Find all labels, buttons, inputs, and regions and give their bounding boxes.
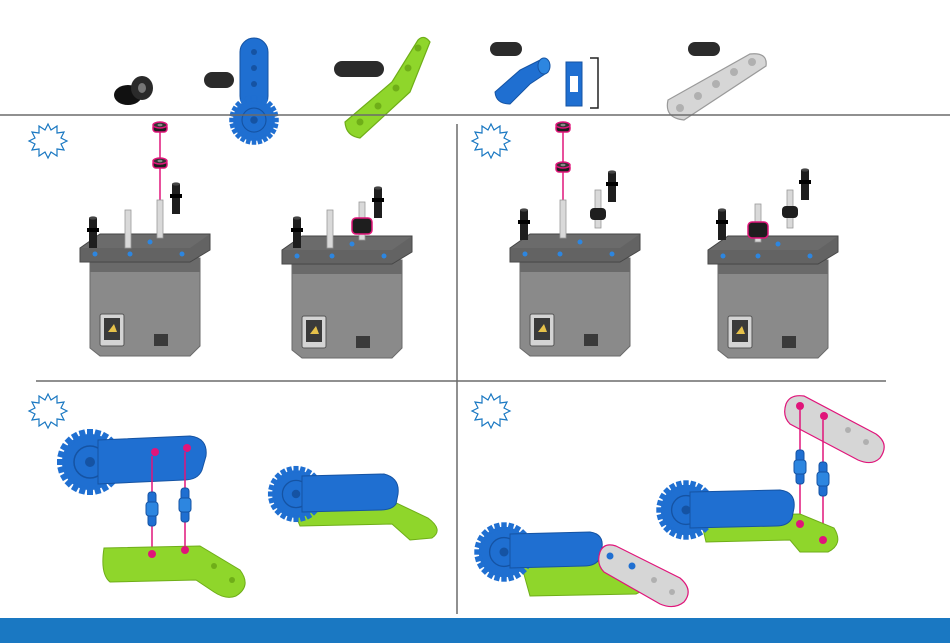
step-4-panel (472, 394, 884, 607)
arm-assembly (656, 480, 838, 552)
blue-connector (146, 492, 158, 526)
step-3-panel (29, 394, 437, 597)
blue-connector (794, 450, 806, 484)
quantity-badge (334, 61, 384, 77)
servo-motor (510, 234, 640, 356)
starburst-icon (29, 124, 67, 158)
assembled-result (474, 522, 688, 606)
servo-motor (282, 236, 412, 358)
blue-axle-connector-part (495, 58, 598, 108)
servo-motor (80, 234, 210, 356)
bushing-icon (153, 122, 167, 132)
step-2-panel (472, 122, 838, 358)
starburst-icon (472, 124, 510, 158)
parts-strip (114, 37, 766, 144)
quantity-badge (204, 72, 234, 88)
green-bent-beam (103, 546, 245, 597)
green-bent-beam-part (345, 37, 430, 138)
step-1-panel (29, 122, 412, 358)
starburst-icon (29, 394, 67, 428)
blue-gear-arm-part (229, 38, 279, 145)
bushing-icon (153, 158, 167, 168)
blue-connector (179, 488, 191, 522)
quantity-badge (490, 42, 522, 56)
blue-gear-arm (57, 429, 206, 495)
assembled-arm-result (268, 466, 437, 540)
quantity-badge (688, 42, 720, 56)
servo-motor (708, 236, 838, 358)
black-bushing-part (114, 76, 153, 105)
footer-bar (0, 618, 950, 643)
blue-connector (817, 462, 829, 496)
bushing-icon (556, 162, 570, 172)
gray-straight-beam-part (667, 54, 766, 120)
starburst-icon (472, 394, 510, 428)
bushing-icon (556, 122, 570, 132)
